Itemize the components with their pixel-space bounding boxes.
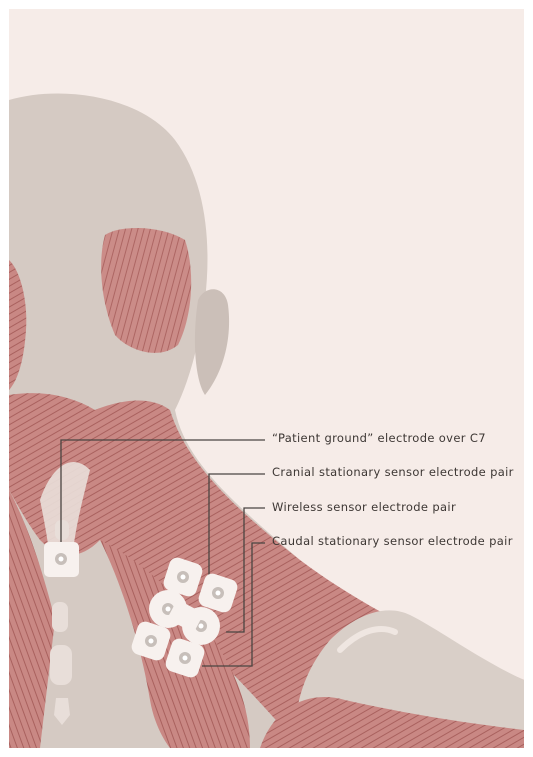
label-wireless-sensor: Wireless sensor electrode pair <box>272 500 456 514</box>
ear <box>195 289 229 395</box>
ground-electrode <box>44 542 79 577</box>
label-caudal-stationary: Caudal stationary sensor electrode pair <box>272 534 513 548</box>
label-cranial-stationary: Cranial stationary sensor electrode pair <box>272 465 514 479</box>
vertebra <box>50 645 72 685</box>
label-patient-ground: “Patient ground” electrode over C7 <box>272 431 486 445</box>
vertebra <box>55 520 69 540</box>
vertebra <box>52 602 68 632</box>
